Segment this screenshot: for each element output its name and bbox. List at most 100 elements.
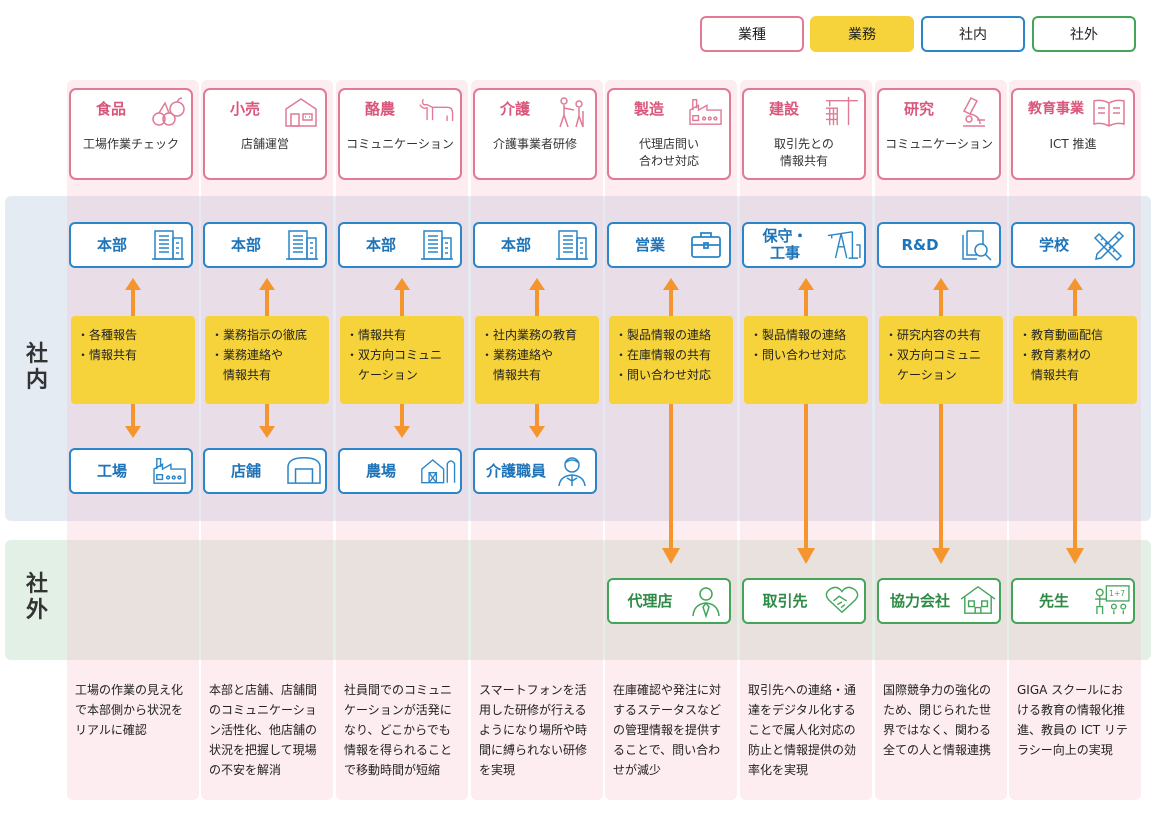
legend-industry: 業種 [700, 16, 804, 52]
arrow-up [259, 278, 275, 316]
work-box: ・教育動画配信・教育素材の 情報共有 [1013, 316, 1137, 404]
description: スマートフォンを活用した研修が行えるようになり場所や時間に縛られない研修を実現 [479, 683, 588, 777]
internal-node: 本部 [473, 222, 597, 268]
legend-work: 業務 [810, 16, 914, 52]
factory-icon [151, 454, 186, 488]
description: GIGA スクールにおける教育の情報化推進、教員の ICT リテラシー向上の実現 [1017, 683, 1128, 757]
arrow-up [125, 278, 141, 316]
office-building-icon [420, 228, 454, 262]
office-building-icon [555, 228, 589, 262]
arrow-down [394, 404, 410, 438]
external-node-label: 代理店 [627, 591, 673, 610]
description: 社員間でのコミュニケーションが活発になり、どこからでも情報を得られることで移動時… [344, 683, 453, 777]
teacher-icon: 1+7 [1093, 584, 1130, 618]
work-item: ・研究内容の共有 [885, 328, 982, 342]
work-box: ・社内業務の教育・業務連絡や 情報共有 [475, 316, 599, 404]
internal-node-label: 保守・ 工事 [762, 227, 808, 262]
column-bg [336, 80, 468, 800]
industry-title: 建設 [768, 100, 799, 118]
work-item: ・教育素材の [1019, 348, 1092, 362]
shop-icon [285, 454, 321, 488]
work-item: ・双方向コミュニ [346, 348, 443, 362]
arrow-down [125, 404, 141, 438]
industry-card: 小売 店舗運営 [203, 88, 327, 180]
site-node: 農場 [338, 448, 462, 494]
work-item: ・在庫情報の共有 [615, 348, 712, 362]
work-box: ・業務指示の徹底・業務連絡や 情報共有 [205, 316, 329, 404]
industry-card: 製造 代理店問い 合わせ対応 [607, 88, 731, 180]
work-box: ・製品情報の連絡・問い合わせ対応 [744, 316, 868, 404]
column-bg [471, 80, 603, 800]
work-item: ・製品情報の連絡 [615, 328, 712, 342]
industry-task: 店舗運営 [240, 137, 289, 151]
industry-title: 研究 [903, 100, 934, 118]
barn-icon [420, 454, 456, 488]
work-item: ・業務指示の徹底 [211, 328, 308, 342]
industry-task: 取引先との 情報共有 [774, 137, 834, 168]
internal-node-label: 本部 [230, 235, 261, 254]
internal-node: 本部 [203, 222, 327, 268]
description: 工場の作業の見え化で本部側から状況をリアルに確認 [75, 683, 184, 737]
work-item: ・情報共有 [346, 328, 407, 342]
arrow-up [1067, 278, 1083, 316]
crane-icon [822, 95, 858, 129]
description: 取引先への連絡・通達をデジタル化することで属人化対応の防止と情報提供の効率化を実… [748, 683, 857, 777]
work-item: ・双方向コミュニ [885, 348, 982, 362]
work-item: 情報共有 [481, 368, 542, 382]
site-node: 介護職員 [473, 448, 597, 494]
industry-task: コミュニケーション [346, 137, 454, 151]
external-node: 先生 1+7 [1011, 578, 1135, 624]
description: 在庫確認や発注に対するステータスなどの管理情報を提供することで、問い合わせが減少 [613, 683, 722, 777]
industry-title: 介護 [499, 100, 530, 118]
pencil-ruler-icon [1093, 228, 1127, 262]
internal-node: 学校 [1011, 222, 1135, 268]
description: 国際競争力の強化のため、閉じられた世界ではなく、関わる全ての人と情報連携 [883, 683, 992, 757]
site-node-label: 工場 [96, 461, 127, 480]
work-box: ・各種報告・情報共有 [71, 316, 195, 404]
industry-task: 介護事業者研修 [492, 137, 577, 151]
industry-title: 教育事業 [1028, 101, 1084, 117]
industry-card: 教育事業 ICT 推進 [1011, 88, 1135, 180]
site-node-label: 店舗 [230, 461, 261, 480]
industry-card: 研究 コミュニケーション [877, 88, 1001, 180]
industry-task: 代理店問い 合わせ対応 [638, 137, 699, 168]
internal-node: 保守・ 工事 [742, 222, 866, 268]
internal-node: 本部 [338, 222, 462, 268]
industry-card: 建設 取引先との 情報共有 [742, 88, 866, 180]
pump-jack-icon [824, 228, 861, 262]
external-node-label: 取引先 [762, 591, 808, 610]
industry-card: 介護 介護事業者研修 [473, 88, 597, 180]
industry-title: 食品 [95, 100, 126, 118]
site-node: 店舗 [203, 448, 327, 494]
office-building-icon [285, 228, 319, 262]
work-item: ・社内業務の教育 [481, 328, 578, 342]
internal-node-label: 営業 [634, 235, 665, 254]
internal-node-label: R&D [901, 235, 939, 254]
arrow-up [529, 278, 545, 316]
work-item: ・教育動画配信 [1019, 328, 1104, 342]
work-item: ・製品情報の連絡 [750, 328, 847, 342]
arrow-up [663, 278, 679, 316]
internal-band-label: 社内 [25, 342, 48, 393]
arrow-up [798, 278, 814, 316]
legend-external: 社外 [1032, 16, 1136, 52]
caregiver-icon [553, 95, 589, 129]
office-building-icon [151, 228, 185, 262]
industry-task: コミュニケーション [885, 137, 993, 151]
work-item: ・業務連絡や [211, 348, 284, 362]
house-icon [959, 584, 996, 618]
handshake-icon [824, 584, 859, 618]
arrow-down [529, 404, 545, 438]
legend-internal: 社内 [921, 16, 1025, 52]
book-icon [1091, 95, 1127, 129]
arrow-down [259, 404, 275, 438]
briefcase-icon [689, 228, 723, 262]
microscope-icon [957, 95, 993, 129]
work-item: ・各種報告 [77, 328, 138, 342]
external-node: 協力会社 [877, 578, 1001, 624]
industry-card: 酪農 コミュニケーション [338, 88, 462, 180]
work-box: ・研究内容の共有・双方向コミュニ ケーション [879, 316, 1003, 404]
store-icon [283, 95, 319, 129]
factory-icon [687, 95, 723, 129]
external-node-label: 先生 [1038, 591, 1069, 610]
